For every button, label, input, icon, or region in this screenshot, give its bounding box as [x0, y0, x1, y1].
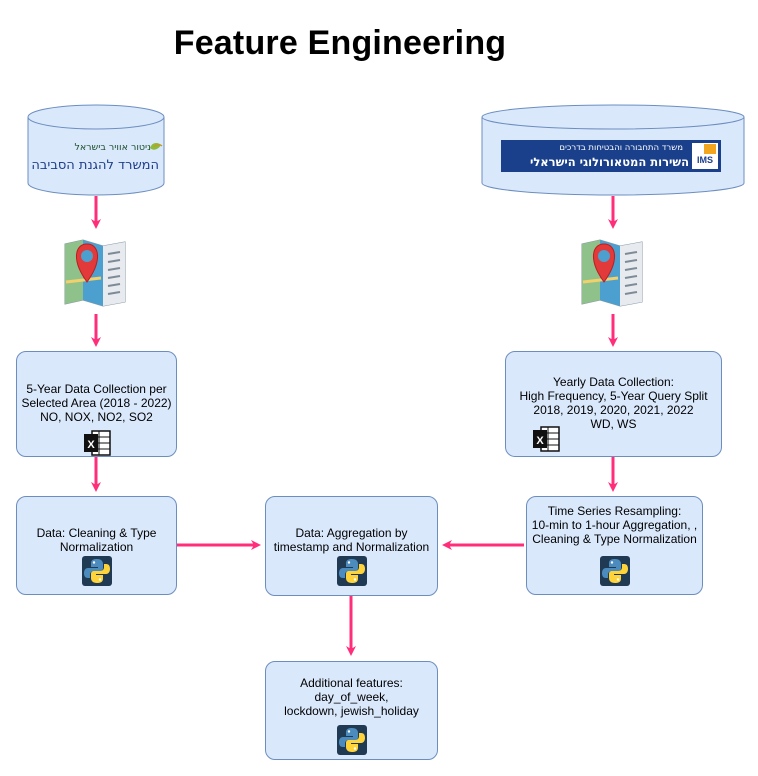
node-line: 2018, 2019, 2020, 2021, 2022 [533, 403, 694, 417]
node-line: lockdown, jewish_holiday [284, 704, 419, 718]
node-aggregation: Data: Aggregation by timestamp and Norma… [265, 496, 438, 596]
node-line: Additional features: [300, 676, 403, 690]
python-icon [336, 725, 367, 755]
diagram-title: Feature Engineering [173, 24, 507, 62]
env-ministry-brand-main: המשרד להגנת הסביבה [31, 158, 159, 173]
database-left: ניטור אוויר בישראל המשרד להגנת הסביבה [27, 104, 165, 196]
node-line: Data: Aggregation by [295, 526, 408, 540]
database-right: משרד התחבורה והבטיחות בדרכים השירות המטא… [481, 104, 745, 196]
node-line: timestamp and Normalization [273, 540, 430, 554]
node-left-collection: 5-Year Data Collection per Selected Area… [16, 351, 177, 457]
map-location-icon [580, 238, 646, 308]
ims-badge-label: IMS [696, 155, 713, 165]
node-line: 5-Year Data Collection per [26, 382, 167, 396]
transport-ministry-text: משרד התחבורה והבטיחות בדרכים [559, 143, 683, 153]
python-icon [599, 556, 630, 586]
node-line: day_of_week, [314, 690, 389, 704]
node-line: Normalization [59, 540, 134, 554]
node-line: High Frequency, 5-Year Query Split [519, 389, 708, 403]
leaf-logo-icon [150, 143, 163, 150]
env-ministry-brand-top: ניטור אוויר בישראל [74, 142, 151, 153]
excel-icon: X [83, 430, 111, 456]
svg-text:X: X [536, 435, 544, 447]
node-additional-features: Additional features: day_of_week, lockdo… [265, 661, 438, 760]
map-location-icon [63, 238, 129, 308]
ims-sun-mark [704, 144, 716, 154]
ims-hebrew-name: השירות המטאורולוגי הישראלי [529, 155, 689, 169]
node-line: NO, NOX, NO2, SO2 [40, 410, 153, 424]
python-icon [81, 556, 112, 586]
ims-badge: IMS [692, 143, 718, 169]
node-line: Selected Area (2018 - 2022) [21, 396, 172, 410]
python-icon [336, 556, 367, 586]
excel-icon: X [533, 426, 560, 452]
node-line: 10-min to 1-hour Aggregation, , [531, 518, 698, 532]
node-line: Data: Cleaning & Type [36, 526, 157, 540]
ims-banner: משרד התחבורה והבטיחות בדרכים השירות המטא… [501, 140, 721, 172]
node-right-collection: Yearly Data Collection: High Frequency, … [505, 351, 722, 457]
node-line: Time Series Resampling: [547, 504, 682, 518]
svg-text:X: X [87, 439, 95, 451]
node-line: Yearly Data Collection: [553, 375, 674, 389]
node-line: WD, WS [590, 417, 637, 431]
node-resampling: Time Series Resampling: 10-min to 1-hour… [526, 496, 703, 595]
node-left-cleaning: Data: Cleaning & Type Normalization [16, 496, 177, 595]
node-line: Cleaning & Type Normalization [532, 532, 697, 546]
